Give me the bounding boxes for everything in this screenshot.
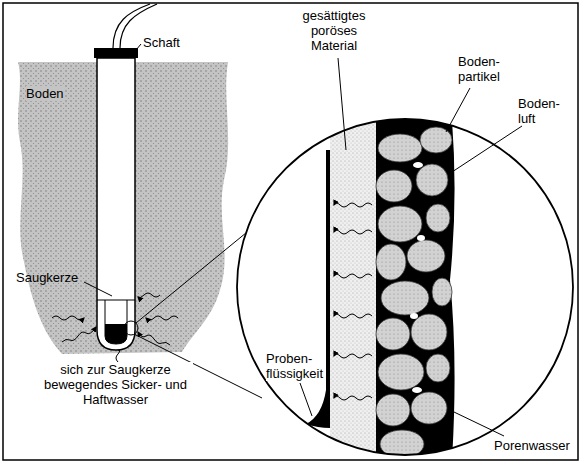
part-label: Boden- partikel (458, 54, 520, 84)
cup-joint (97, 300, 135, 301)
part-label: Boden- luft (518, 96, 568, 126)
shaft-cap (94, 48, 138, 58)
soil-particles (376, 127, 452, 458)
flow-arrows (334, 203, 372, 400)
part-label: Saugkerze (16, 270, 78, 285)
zoom-circle (237, 119, 573, 455)
shaft-tube (97, 58, 135, 350)
pore-water (376, 120, 455, 460)
porous-material (330, 110, 378, 463)
cup-wall-and-sample (306, 150, 330, 428)
zoom-marker (124, 321, 138, 335)
cup-inner-wall (105, 300, 127, 344)
part-label: gesättigtes poröses Material (290, 8, 378, 53)
zoom-line (136, 228, 252, 323)
part-label: Proben- flüssigkeit (266, 351, 326, 381)
frame (3, 3, 578, 460)
zoom-detail (306, 110, 455, 463)
process-label: sich zur Saugkerze bewegendes Sicker- un… (38, 362, 193, 407)
soil-air (410, 162, 425, 393)
region-label: Boden (26, 86, 64, 101)
part-label: Porenwasser (494, 438, 570, 453)
part-label: Schaft (143, 35, 180, 50)
